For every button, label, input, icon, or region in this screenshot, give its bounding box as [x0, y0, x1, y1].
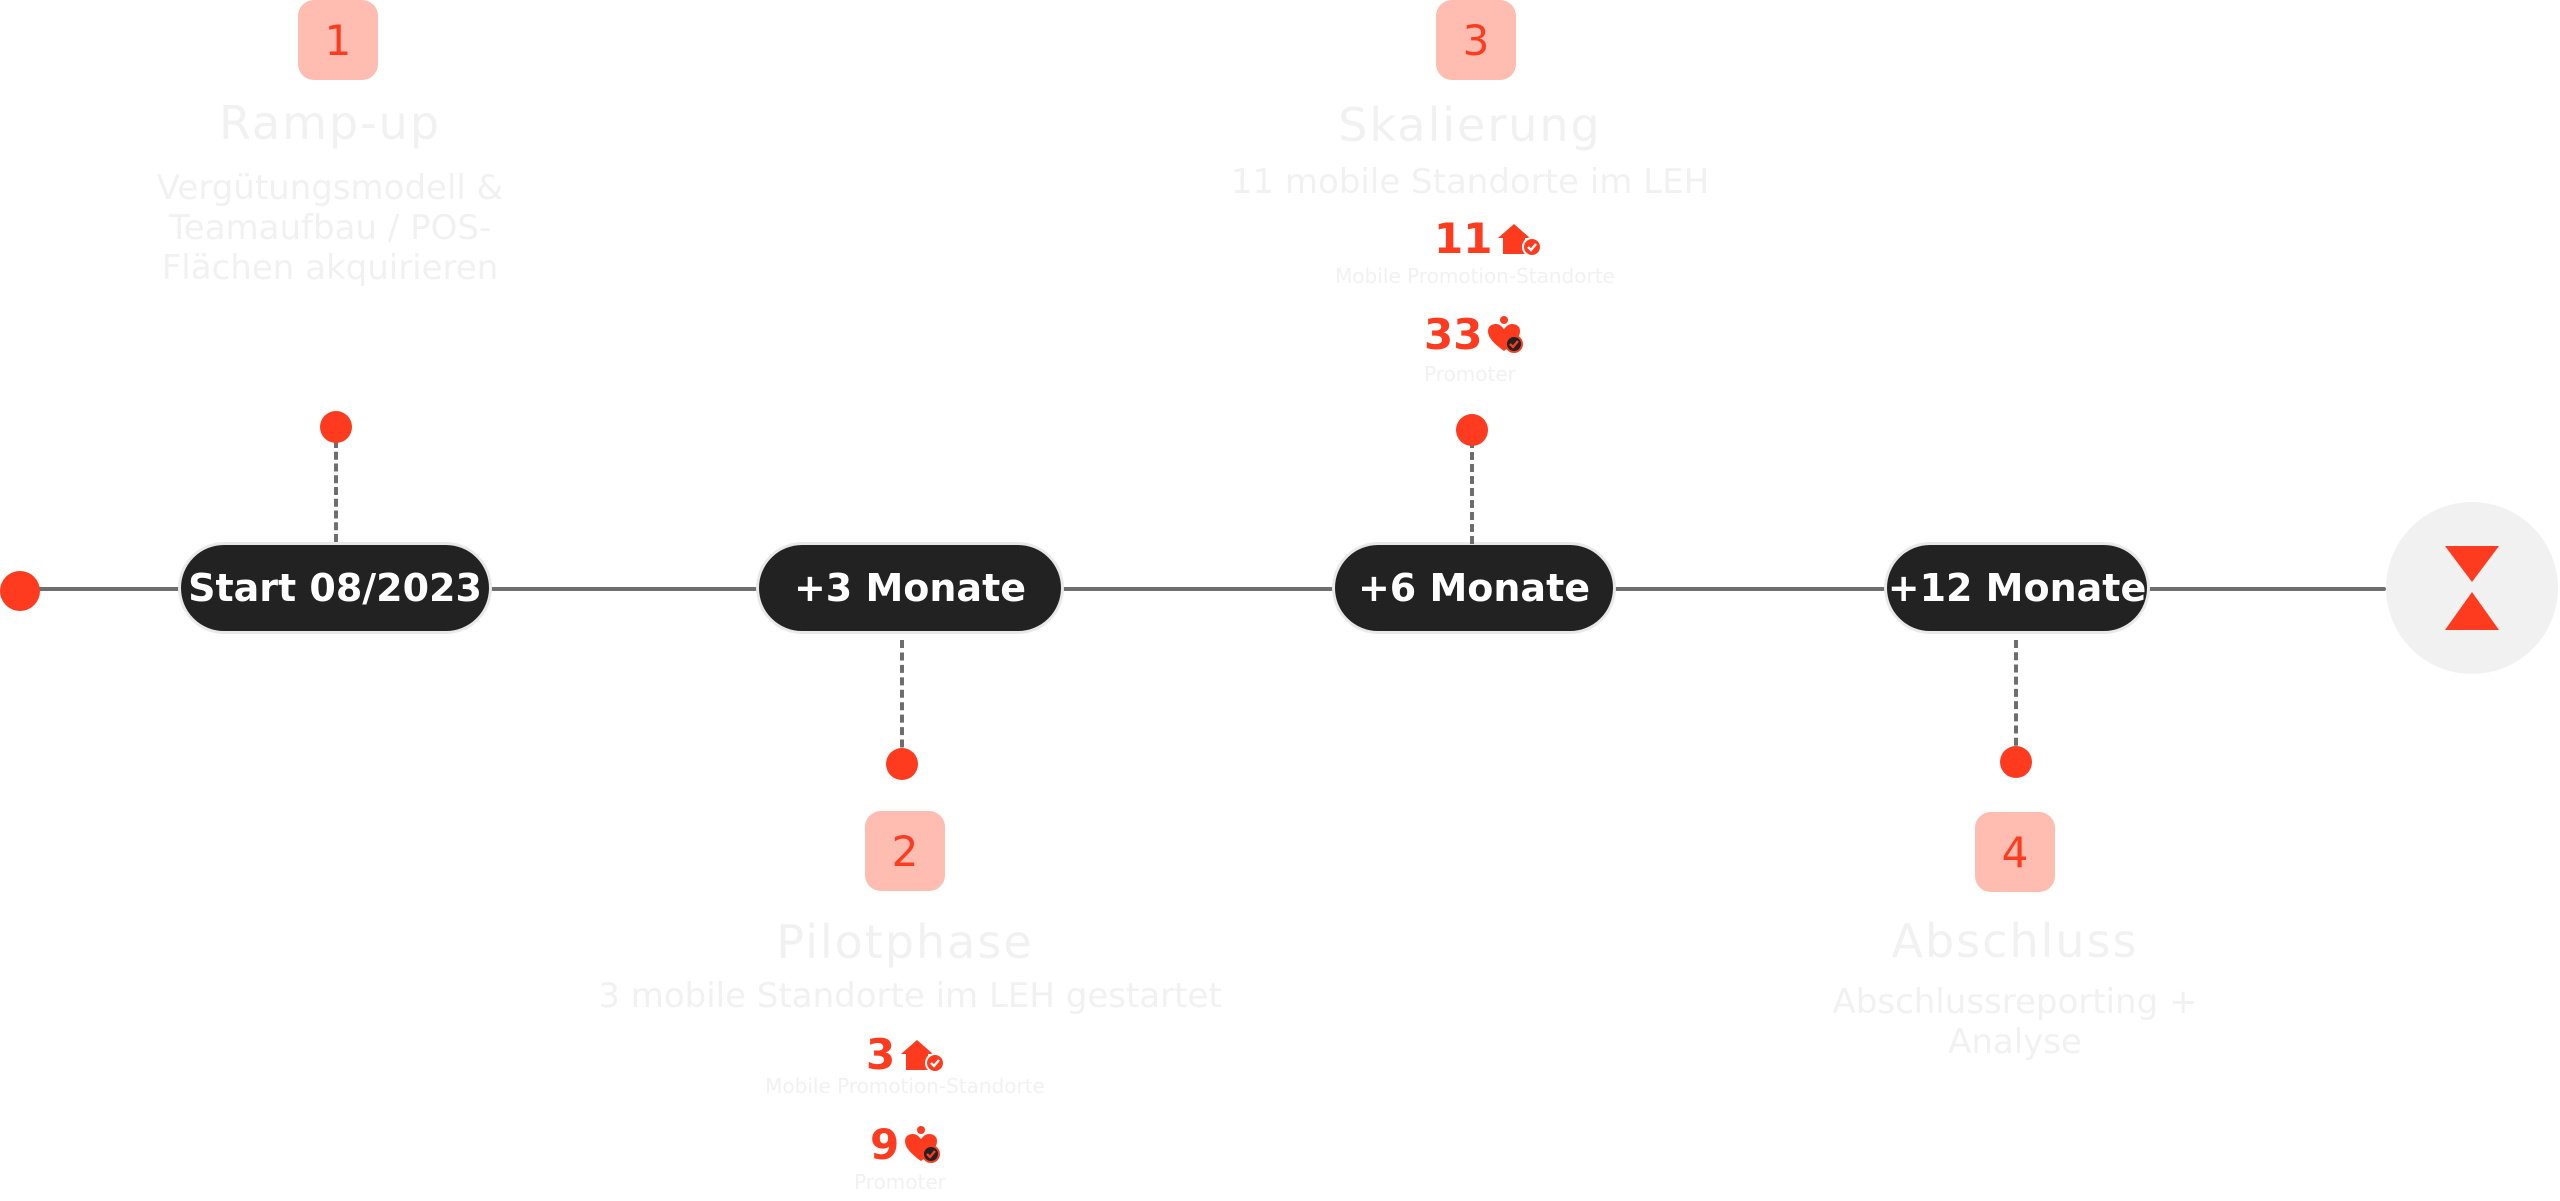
- house-check-icon: [901, 1039, 946, 1073]
- timeline-line: [2146, 587, 2386, 591]
- timeline-line: [1060, 587, 1336, 591]
- connector-dot-phase-3: [1456, 414, 1488, 446]
- phase-title: Abschluss: [1891, 914, 2139, 968]
- house-check-icon: [1498, 223, 1543, 257]
- phase-description: 11 mobile Standorte im LEH: [1230, 162, 1710, 202]
- heart-check-icon: [1488, 315, 1524, 353]
- stat-promoters: 9: [870, 1120, 943, 1169]
- phase-number-badge: 3: [1436, 0, 1516, 80]
- phase-title: Ramp-up: [218, 96, 442, 150]
- phase-description: Abschlussreporting + Analyse: [1832, 982, 2198, 1062]
- phase-title: Pilotphase: [776, 915, 1034, 969]
- connector-dot-phase-2: [886, 748, 918, 780]
- timeline-end: [2386, 502, 2558, 674]
- stat-locations: 3: [866, 1030, 946, 1079]
- phase-number-badge: 4: [1975, 812, 2055, 892]
- timeline-line: [488, 587, 760, 591]
- connector-phase-4: [2014, 640, 2018, 758]
- stat-locations: 11: [1434, 214, 1543, 263]
- hourglass-icon: [2445, 546, 2499, 630]
- milestone-3-months: +3 Monate: [756, 542, 1064, 634]
- milestone-start: Start 08/2023: [178, 542, 492, 634]
- milestone-12-months: +12 Monate: [1884, 542, 2150, 634]
- stat-label: Promoter: [854, 1170, 946, 1194]
- stat-value: 11: [1434, 214, 1493, 263]
- phase-number-badge: 2: [865, 811, 945, 891]
- stat-value: 3: [866, 1030, 896, 1079]
- stat-promoters: 33: [1424, 310, 1526, 359]
- stat-label: Mobile Promotion-Standorte: [765, 1074, 1045, 1098]
- phase-title: Skalierung: [1338, 98, 1602, 152]
- heart-check-icon: [905, 1125, 941, 1163]
- stat-label: Mobile Promotion-Standorte: [1335, 264, 1615, 288]
- connector-dot-phase-4: [2000, 746, 2032, 778]
- phase-number-badge: 1: [298, 0, 378, 80]
- phase-description: 3 mobile Standorte im LEH gestartet: [598, 976, 1222, 1016]
- timeline-line: [20, 587, 180, 591]
- timeline-start-dot: [0, 571, 40, 611]
- milestone-6-months: +6 Monate: [1332, 542, 1616, 634]
- connector-dot-phase-1: [320, 411, 352, 443]
- connector-phase-2: [900, 640, 904, 760]
- stat-value: 33: [1424, 310, 1483, 359]
- stat-value: 9: [870, 1120, 900, 1169]
- connector-phase-1: [334, 440, 338, 542]
- connector-phase-3: [1470, 440, 1474, 544]
- phase-description: Vergütungsmodell & Teamaufbau / POS-Fläc…: [156, 168, 504, 288]
- stat-label: Promoter: [1424, 362, 1516, 386]
- timeline-line: [1612, 587, 1888, 591]
